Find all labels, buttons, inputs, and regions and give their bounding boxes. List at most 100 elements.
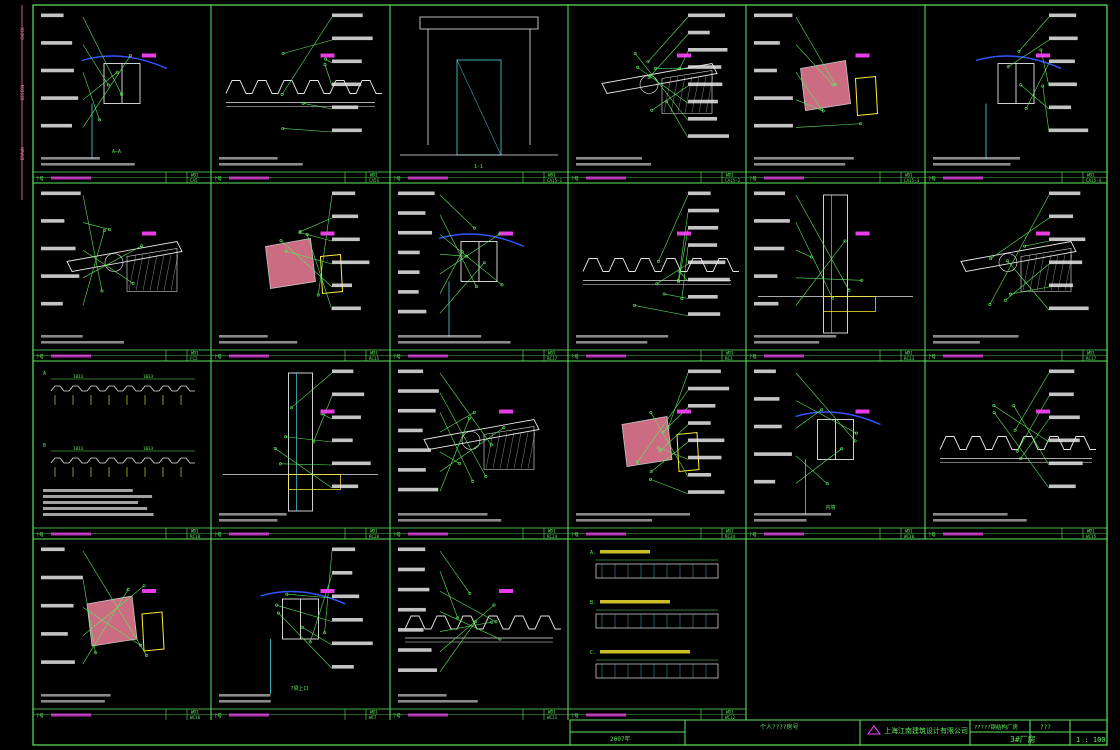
panel-code: CA15-4	[1086, 178, 1102, 183]
panel-sheet-no: WD1	[191, 173, 199, 178]
panel-caption: ?号	[36, 355, 44, 361]
panel-caption-title	[586, 354, 626, 358]
panel-code: RC15	[369, 356, 380, 361]
title-stage-label: 个人????房号	[760, 723, 798, 731]
panel-code: CA5S	[369, 178, 380, 183]
panel-caption-title	[229, 176, 269, 180]
panel-code: WC7	[369, 715, 377, 720]
panel-code: RC3	[725, 356, 733, 361]
panel-caption: ?号	[36, 533, 44, 539]
panel-caption: ?号	[36, 714, 44, 720]
panel-sheet-no: WD1	[1087, 351, 1095, 356]
scale-value: 1 : 100	[1076, 736, 1106, 744]
panel-sheet-no: WD1	[370, 351, 378, 356]
panel-caption-title	[51, 176, 91, 180]
panel-caption: ?号	[571, 533, 579, 539]
panel-caption-title	[586, 176, 626, 180]
panel-caption: ?号	[749, 533, 757, 539]
panel-caption-title	[51, 532, 91, 536]
panel-caption-title	[408, 532, 448, 536]
panel-caption-title	[586, 532, 626, 536]
panel-caption-title	[51, 354, 91, 358]
sheet-code: ???	[1040, 724, 1051, 731]
panel-caption-title	[586, 713, 626, 717]
profile-label: B	[43, 443, 46, 449]
panel-sheet-no: WD1	[191, 710, 199, 715]
panel-caption-title	[408, 176, 448, 180]
company-logo	[867, 725, 881, 735]
svg-text:CHECK: CHECK	[20, 27, 25, 40]
panel-code: WC11	[547, 715, 558, 720]
panel-caption: ?号	[928, 533, 936, 539]
dimension-value: 1033	[73, 446, 84, 451]
panel-caption-title	[943, 176, 983, 180]
panel-code: WC12	[725, 715, 736, 720]
panel-caption-title	[943, 532, 983, 536]
panel-code: WC10	[904, 534, 915, 539]
panel-sheet-no: WD1	[726, 173, 734, 178]
panel-caption-title	[229, 354, 269, 358]
panel-caption-title	[764, 176, 804, 180]
panel-sheet-no: WD1	[726, 710, 734, 715]
panel-caption: ?号	[214, 355, 222, 361]
panel-caption: ?号	[393, 714, 401, 720]
panel-code: CA15-2	[725, 178, 741, 183]
panel-sheet-no: WD1	[1087, 173, 1095, 178]
panel-sheet-no: WD1	[370, 529, 378, 534]
panel-caption: ?号	[214, 533, 222, 539]
panel-sheet-no: WD1	[548, 351, 556, 356]
profile-label: A	[43, 371, 46, 377]
panel-code: CA15-1	[547, 178, 563, 183]
panel-caption-title	[229, 532, 269, 536]
panel-caption: ?号	[393, 533, 401, 539]
panel-caption: ?号	[214, 714, 222, 720]
panel-sheet-no: WD1	[370, 710, 378, 715]
panel-caption: ?号	[393, 355, 401, 361]
panel-sheet-no: WD1	[726, 351, 734, 356]
panel-code: RC20	[369, 534, 380, 539]
panel-caption: ?号	[36, 177, 44, 183]
panel-code: RC17	[1086, 356, 1097, 361]
panel-caption-title	[764, 354, 804, 358]
panel-caption: ?号	[749, 355, 757, 361]
company-name: 上海江南建筑设计有限公司	[884, 726, 968, 735]
panel-sheet-no: WD1	[548, 710, 556, 715]
panel-caption: ?号	[571, 714, 579, 720]
dimension-value: 1033	[73, 374, 84, 379]
panel-caption-title	[764, 532, 804, 536]
panel-caption-title	[229, 713, 269, 717]
panel-code: RC13	[904, 356, 915, 361]
title-date: 2007年	[610, 735, 630, 743]
detail-panels: ?号WD1CA5A—A?号WD1CA5S?号WD1CA15-11-1?号WD1C…	[33, 13, 1107, 720]
panel-caption: ?号	[928, 355, 936, 361]
section-mark: 1-1	[474, 164, 483, 170]
panel-caption-title	[408, 354, 448, 358]
panel-sheet-no: WD1	[905, 173, 913, 178]
section-label: A.	[590, 550, 596, 556]
svg-text:DESIGN: DESIGN	[20, 84, 25, 100]
svg-text:DRAWN: DRAWN	[20, 147, 25, 160]
panel-code: RC24	[547, 534, 558, 539]
panel-sheet-no: WD1	[548, 173, 556, 178]
panel-caption-title	[408, 713, 448, 717]
